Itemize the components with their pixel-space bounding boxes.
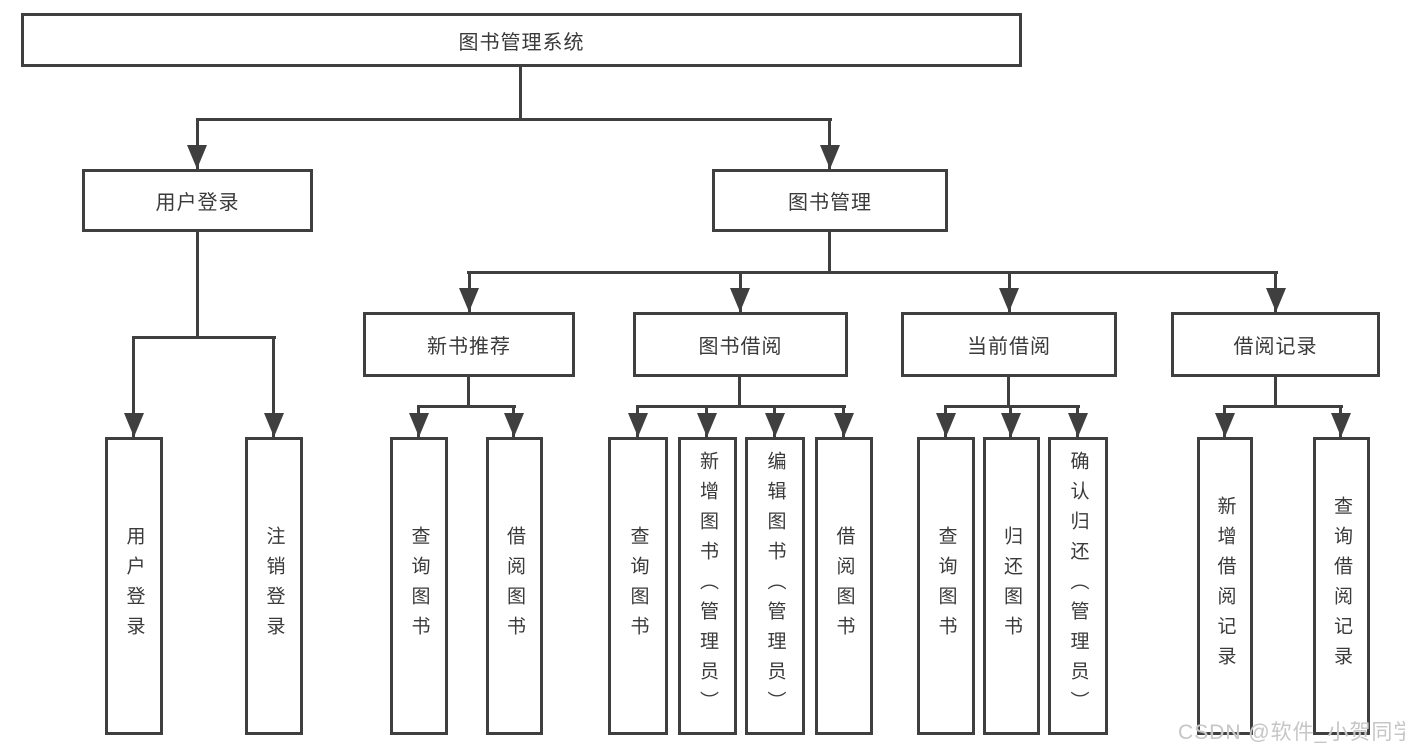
arrow-down-icon — [820, 145, 840, 169]
arrow-down-icon — [628, 413, 648, 437]
arrow-down-icon — [730, 288, 750, 312]
arrow-down-icon — [1068, 413, 1088, 437]
connector-borrow-records-rail — [1223, 405, 1343, 408]
connector-user-login-rail — [132, 336, 276, 339]
node-add-borrow-record-label: 新增借阅记录 — [1214, 496, 1236, 676]
node-logout-action-label: 注销登录 — [263, 526, 285, 646]
arrow-down-icon — [697, 413, 717, 437]
node-library-system-label: 图书管理系统 — [458, 31, 585, 54]
node-book-borrowing-label: 图书借阅 — [698, 336, 783, 358]
node-borrowing-records: 借阅记录 — [1171, 312, 1380, 377]
node-borrow-books-recommend-label: 借阅图书 — [504, 526, 525, 646]
node-new-book-recommendation-label: 新书推荐 — [427, 336, 511, 358]
node-return-book-label: 归还图书 — [1001, 526, 1022, 646]
node-borrow-books-borrow-label: 借阅图书 — [833, 526, 855, 646]
node-current-borrowing: 当前借阅 — [901, 312, 1117, 377]
arrow-down-icon — [409, 413, 429, 437]
connector-borrow-records-stub — [1274, 377, 1277, 408]
node-current-borrowing-label: 当前借阅 — [967, 336, 1051, 358]
connector-level3-rail — [467, 271, 1278, 274]
connector-new-book-stub — [467, 377, 470, 408]
connector-drop-user-login — [196, 118, 199, 169]
arrow-down-icon — [264, 413, 284, 437]
node-book-borrowing: 图书借阅 — [633, 312, 848, 377]
connector-new-book-rail — [417, 405, 516, 408]
node-confirm-return-admin-label: 确认归还（管理员） — [1067, 451, 1089, 721]
connector-book-borrow-rail — [636, 405, 846, 408]
arrow-down-icon — [1001, 413, 1021, 437]
arrow-down-icon — [999, 288, 1019, 312]
node-query-borrow-record: 查询借阅记录 — [1313, 437, 1370, 735]
node-edit-book-admin-label: 编辑图书（管理员） — [764, 451, 786, 721]
node-query-books-recommend-label: 查询图书 — [408, 526, 430, 646]
connector-current-borrow-stub — [1007, 377, 1010, 408]
connector-root-stub — [519, 67, 522, 121]
node-book-management: 图书管理 — [712, 169, 948, 232]
node-user-login: 用户登录 — [82, 169, 313, 232]
node-borrow-books-borrow: 借阅图书 — [815, 437, 873, 735]
arrow-down-icon — [834, 413, 854, 437]
csdn-watermark: CSDN @软件_小贺同学 — [1178, 721, 1405, 744]
node-edit-book-admin: 编辑图书（管理员） — [745, 437, 805, 735]
connector-drop-login-leaf — [132, 336, 135, 437]
node-query-books-recommend: 查询图书 — [390, 437, 448, 735]
connector-book-borrow-stub — [738, 377, 741, 408]
connector-current-borrow-rail — [944, 405, 1080, 408]
arrow-down-icon — [1266, 288, 1286, 312]
node-logout-action: 注销登录 — [245, 437, 303, 735]
arrow-down-icon — [765, 413, 785, 437]
node-user-login-label: 用户登录 — [155, 192, 240, 214]
node-borrowing-records-label: 借阅记录 — [1233, 336, 1318, 358]
arrow-down-icon — [936, 413, 956, 437]
node-add-book-admin: 新增图书（管理员） — [678, 437, 737, 735]
node-library-system: 图书管理系统 — [21, 13, 1022, 67]
connector-drop-book-management — [828, 118, 831, 169]
arrow-down-icon — [1331, 413, 1351, 437]
node-add-borrow-record: 新增借阅记录 — [1197, 437, 1253, 735]
node-user-login-action-label: 用户登录 — [123, 526, 145, 646]
node-add-book-admin-label: 新增图书（管理员） — [697, 451, 718, 721]
connector-drop-logout-leaf — [272, 336, 275, 437]
node-user-login-action: 用户登录 — [105, 437, 163, 735]
connector-level2-rail — [196, 118, 832, 121]
arrow-down-icon — [124, 413, 144, 437]
node-confirm-return-admin: 确认归还（管理员） — [1048, 437, 1108, 735]
arrow-down-icon — [1215, 413, 1235, 437]
connector-book-management-stub — [828, 232, 831, 274]
node-query-books-current-label: 查询图书 — [935, 526, 957, 646]
node-query-books-current: 查询图书 — [917, 437, 975, 735]
connector-user-login-stub — [196, 232, 199, 339]
arrow-down-icon — [504, 413, 524, 437]
node-query-books-borrow-label: 查询图书 — [627, 526, 649, 646]
node-query-borrow-record-label: 查询借阅记录 — [1331, 496, 1352, 676]
node-borrow-books-recommend: 借阅图书 — [486, 437, 543, 735]
node-query-books-borrow: 查询图书 — [608, 437, 668, 735]
arrow-down-icon — [459, 288, 479, 312]
node-book-management-label: 图书管理 — [788, 192, 872, 214]
arrow-down-icon — [187, 145, 207, 169]
node-return-book: 归还图书 — [983, 437, 1040, 735]
node-new-book-recommendation: 新书推荐 — [363, 312, 575, 377]
